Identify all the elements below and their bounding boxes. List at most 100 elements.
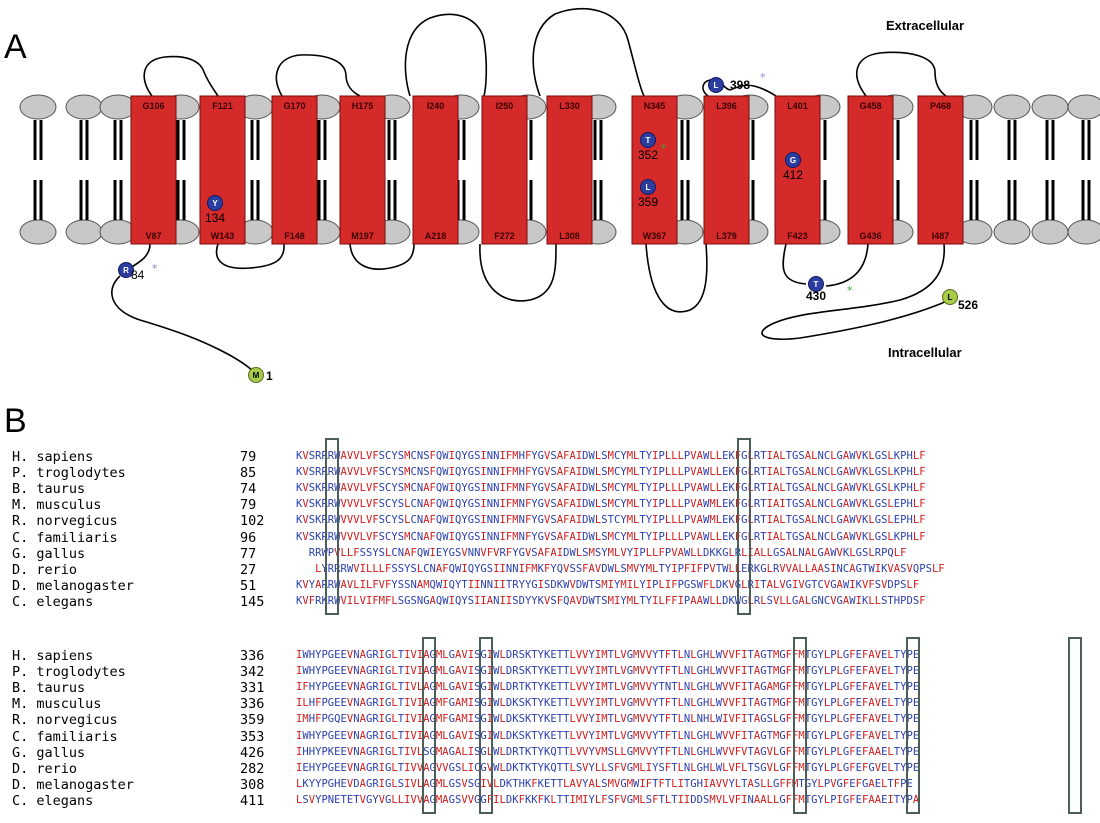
residue-marker	[942, 289, 958, 305]
lipid-bilayer	[19, 94, 1100, 245]
tm-helix	[774, 95, 821, 245]
loop-c-terminus	[761, 243, 949, 341]
residue-letter: L	[948, 293, 953, 302]
helix-top-label: F121	[212, 101, 233, 111]
helix-bottom-label: L379	[716, 231, 737, 241]
residue-number: 1	[266, 369, 273, 383]
tm-helix	[199, 95, 246, 245]
helix-bottom-label: G436	[859, 231, 881, 241]
lipid-head-bottom	[1031, 219, 1069, 245]
loop-f272-l308	[479, 243, 557, 302]
tm-helix	[703, 95, 750, 245]
residue-letter: R	[123, 266, 129, 275]
helix-top-label: G170	[283, 101, 305, 111]
helix-bottom-label: W143	[211, 231, 235, 241]
lipid-head-bottom	[1067, 219, 1100, 245]
tm-helix	[847, 95, 894, 245]
lipid-head-top	[1067, 94, 1100, 120]
star-icon: *	[661, 142, 667, 155]
loop-m197-a218	[349, 243, 415, 270]
loop-w143-f148	[215, 243, 285, 270]
helix-bottom-label: L308	[559, 231, 580, 241]
residue-letter: L	[714, 81, 719, 90]
extracellular-label: Extracellular	[886, 18, 964, 33]
lipid-head-bottom	[19, 219, 57, 245]
loop-g106-f121	[143, 55, 219, 97]
loops	[111, 7, 949, 374]
loop-l330-n345	[532, 7, 645, 97]
residue-marker	[640, 179, 656, 195]
helix-top-label: G458	[859, 101, 881, 111]
loop-n-term-b	[111, 275, 256, 374]
helix-bottom-label: F423	[787, 231, 808, 241]
panel-b-letter: B	[4, 402, 27, 440]
residue-number: 352	[638, 148, 658, 162]
star-icon: *	[152, 262, 158, 275]
loop-i240-i250	[404, 13, 488, 97]
residue-marker	[785, 152, 801, 168]
loop-f423-g436-b	[825, 243, 869, 287]
residue-marker	[708, 77, 724, 93]
loop-w367-l379	[645, 243, 708, 313]
residue-letter: T	[814, 280, 819, 289]
helix-bottom-label: V87	[145, 231, 161, 241]
helix-bottom-label: A218	[425, 231, 447, 241]
residue-number: 134	[205, 211, 225, 225]
helix-top-label: H175	[352, 101, 374, 111]
helix-bottom-label: I487	[932, 231, 950, 241]
residue-number: 430	[806, 289, 826, 303]
helix-bottom-label: M197	[351, 231, 374, 241]
lipid-head-top	[65, 94, 103, 120]
helix-bottom-label: F148	[284, 231, 305, 241]
helix-bottom-label: F272	[494, 231, 515, 241]
residue-letter: Y	[212, 199, 218, 208]
helix-top-label: L401	[787, 101, 808, 111]
helix-top-label: N345	[644, 101, 666, 111]
residue-marker	[207, 195, 223, 211]
tm-helix	[412, 95, 459, 245]
residue-marker	[640, 132, 656, 148]
residue-letter: G	[790, 156, 796, 165]
lipid-head-bottom	[993, 219, 1031, 245]
tm-helix	[130, 95, 177, 245]
residue-letter: M	[253, 371, 260, 380]
intracellular-label: Intracellular	[888, 345, 962, 360]
loop-g458-p468	[856, 51, 947, 97]
lipid-head-top	[19, 94, 57, 120]
loop-g170-h175	[275, 54, 361, 97]
residue-number: 359	[638, 195, 658, 209]
loop-l396-l401-b	[729, 84, 777, 97]
tm-helix	[917, 95, 964, 245]
helix-top-label: G106	[142, 101, 164, 111]
residue-marker	[248, 367, 264, 383]
panel-a-letter: A	[4, 28, 27, 66]
tm-helix	[481, 95, 528, 245]
lipid-head-top	[993, 94, 1031, 120]
residue-marker	[808, 276, 824, 292]
helix-bottom-label: W367	[643, 231, 667, 241]
helix-top-label: L396	[716, 101, 737, 111]
lipid-head-top	[1031, 94, 1069, 120]
residue-number: 526	[958, 298, 978, 312]
tm-helix	[271, 95, 318, 245]
helix-top-label: I240	[427, 101, 445, 111]
tm-helix	[339, 95, 386, 245]
helix-top-label: L330	[559, 101, 580, 111]
residue-letter: L	[646, 183, 651, 192]
tm-helix	[631, 95, 678, 245]
star-icon: *	[847, 284, 853, 297]
residue-marker	[118, 262, 134, 278]
helix-top-label: P468	[930, 101, 951, 111]
loop-n-term-a	[129, 243, 151, 269]
residue-number: 398	[730, 78, 750, 92]
helix-top-label: I250	[496, 101, 514, 111]
tm-helix	[546, 95, 593, 245]
loop-f423-g436-a	[782, 243, 807, 285]
residue-number: 412	[783, 168, 803, 182]
residue-letter: T	[646, 136, 651, 145]
star-icon: *	[760, 71, 766, 84]
